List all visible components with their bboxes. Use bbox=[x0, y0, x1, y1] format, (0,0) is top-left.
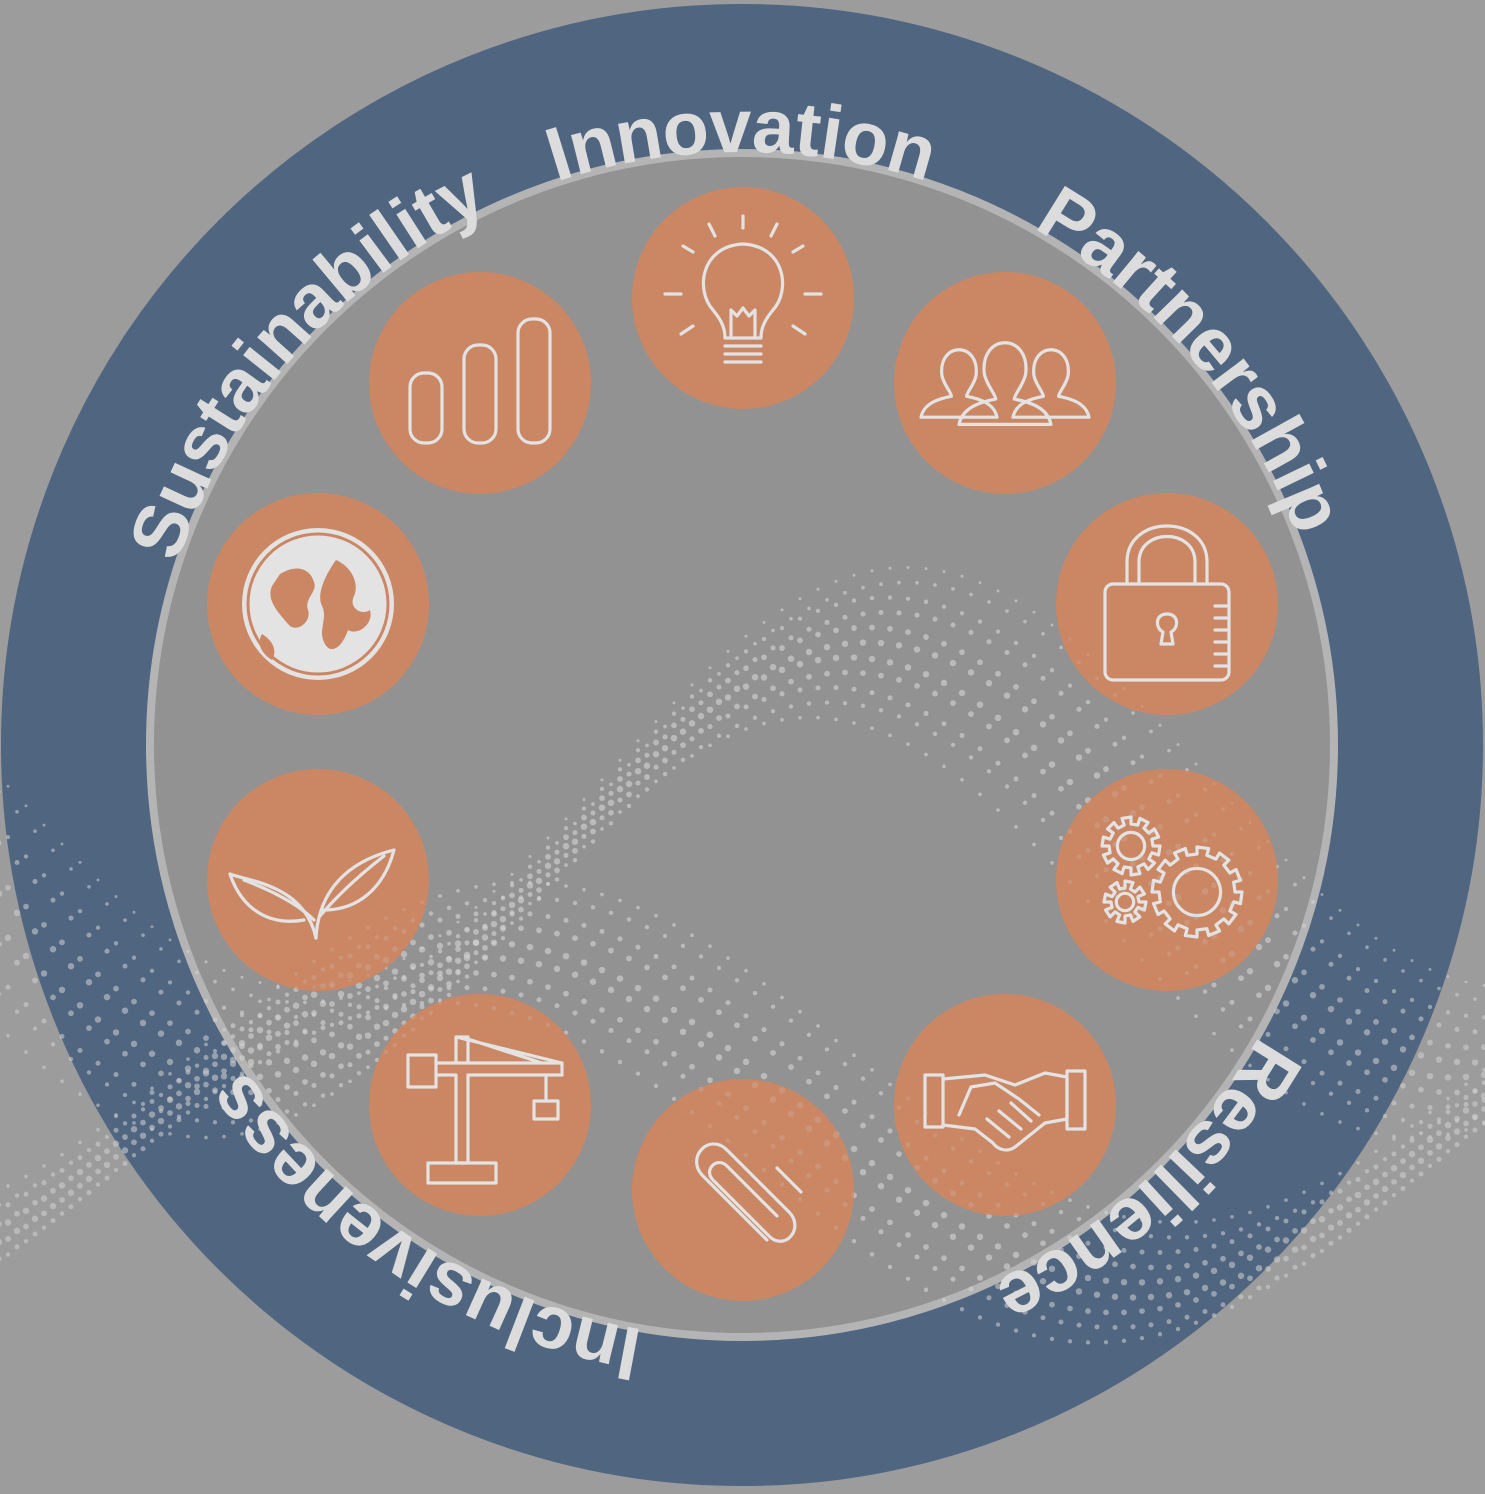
handshake-icon bbox=[923, 1069, 1087, 1152]
leaf-sprout-icon bbox=[228, 848, 396, 940]
badge-leaf-sprout bbox=[207, 769, 429, 991]
lightbulb-icon bbox=[663, 214, 823, 364]
bar-chart-icon bbox=[408, 317, 552, 445]
outer-ring bbox=[1, 4, 1483, 1486]
badge-gears bbox=[1056, 769, 1278, 991]
badge-people-group bbox=[894, 272, 1116, 494]
people-group-icon bbox=[919, 341, 1091, 426]
gears-icon bbox=[1100, 815, 1244, 939]
badge-bar-chart bbox=[369, 272, 591, 494]
badge-padlock bbox=[1056, 493, 1278, 715]
crane-icon bbox=[406, 1035, 564, 1185]
badge-crane bbox=[369, 994, 591, 1216]
badge-paperclip bbox=[632, 1079, 854, 1301]
badge-handshake bbox=[894, 994, 1116, 1216]
padlock-icon bbox=[1103, 524, 1231, 682]
paperclip-icon bbox=[695, 1142, 803, 1243]
badge-lightbulb bbox=[632, 187, 854, 409]
icon-badges bbox=[207, 187, 1278, 1301]
badge-globe bbox=[207, 493, 429, 715]
globe-icon bbox=[242, 528, 394, 680]
